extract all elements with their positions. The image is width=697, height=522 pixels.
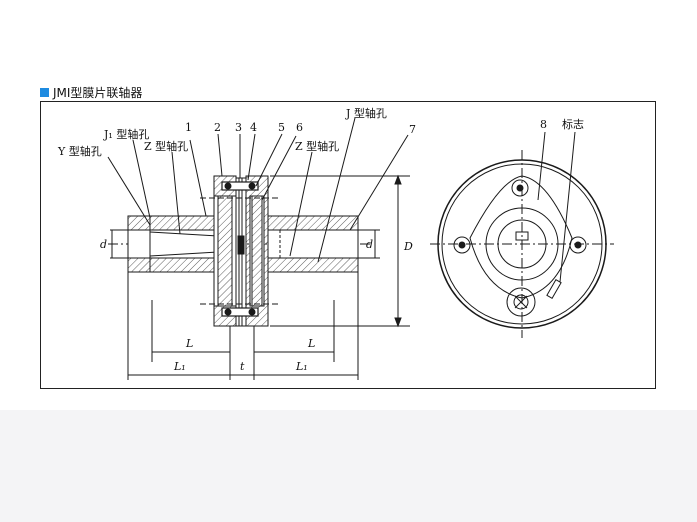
section-title: JMI型膜片联轴器 bbox=[40, 84, 142, 100]
y-shaft-label: Y 型轴孔 bbox=[57, 144, 102, 158]
part-2-label: 2 bbox=[214, 121, 221, 134]
dim-d-right: d bbox=[366, 238, 373, 251]
z-shaft-left-label: Z 型轴孔 bbox=[144, 139, 188, 153]
part-8-label: 8 bbox=[540, 118, 547, 131]
part-4-label: 4 bbox=[250, 121, 257, 134]
dim-L1-left: L₁ bbox=[173, 360, 186, 373]
title-text: JMI型膜片联轴器 bbox=[53, 85, 143, 100]
z-shaft-right-label: Z 型轴孔 bbox=[295, 139, 339, 153]
dim-t: t bbox=[240, 360, 245, 373]
dim-L-left: L bbox=[185, 337, 193, 350]
mark-label: 标志 bbox=[562, 117, 584, 131]
part-1-label: 1 bbox=[185, 121, 192, 134]
left-bore bbox=[127, 229, 219, 259]
dim-d-left: d bbox=[100, 238, 107, 251]
part-7-label: 7 bbox=[409, 123, 416, 136]
dim-D: D bbox=[403, 240, 413, 253]
title-marker-icon bbox=[40, 87, 49, 97]
j-shaft-label: J 型轴孔 bbox=[345, 106, 387, 120]
dim-L-right: L bbox=[307, 337, 315, 350]
part-5-label: 5 bbox=[278, 121, 285, 134]
part-6-label: 6 bbox=[296, 121, 303, 134]
part-3-label: 3 bbox=[235, 121, 242, 134]
dim-L1-right: L₁ bbox=[295, 360, 308, 373]
bottom-background bbox=[0, 410, 697, 522]
j1-shaft-label: J₁ 型轴孔 bbox=[103, 127, 149, 141]
